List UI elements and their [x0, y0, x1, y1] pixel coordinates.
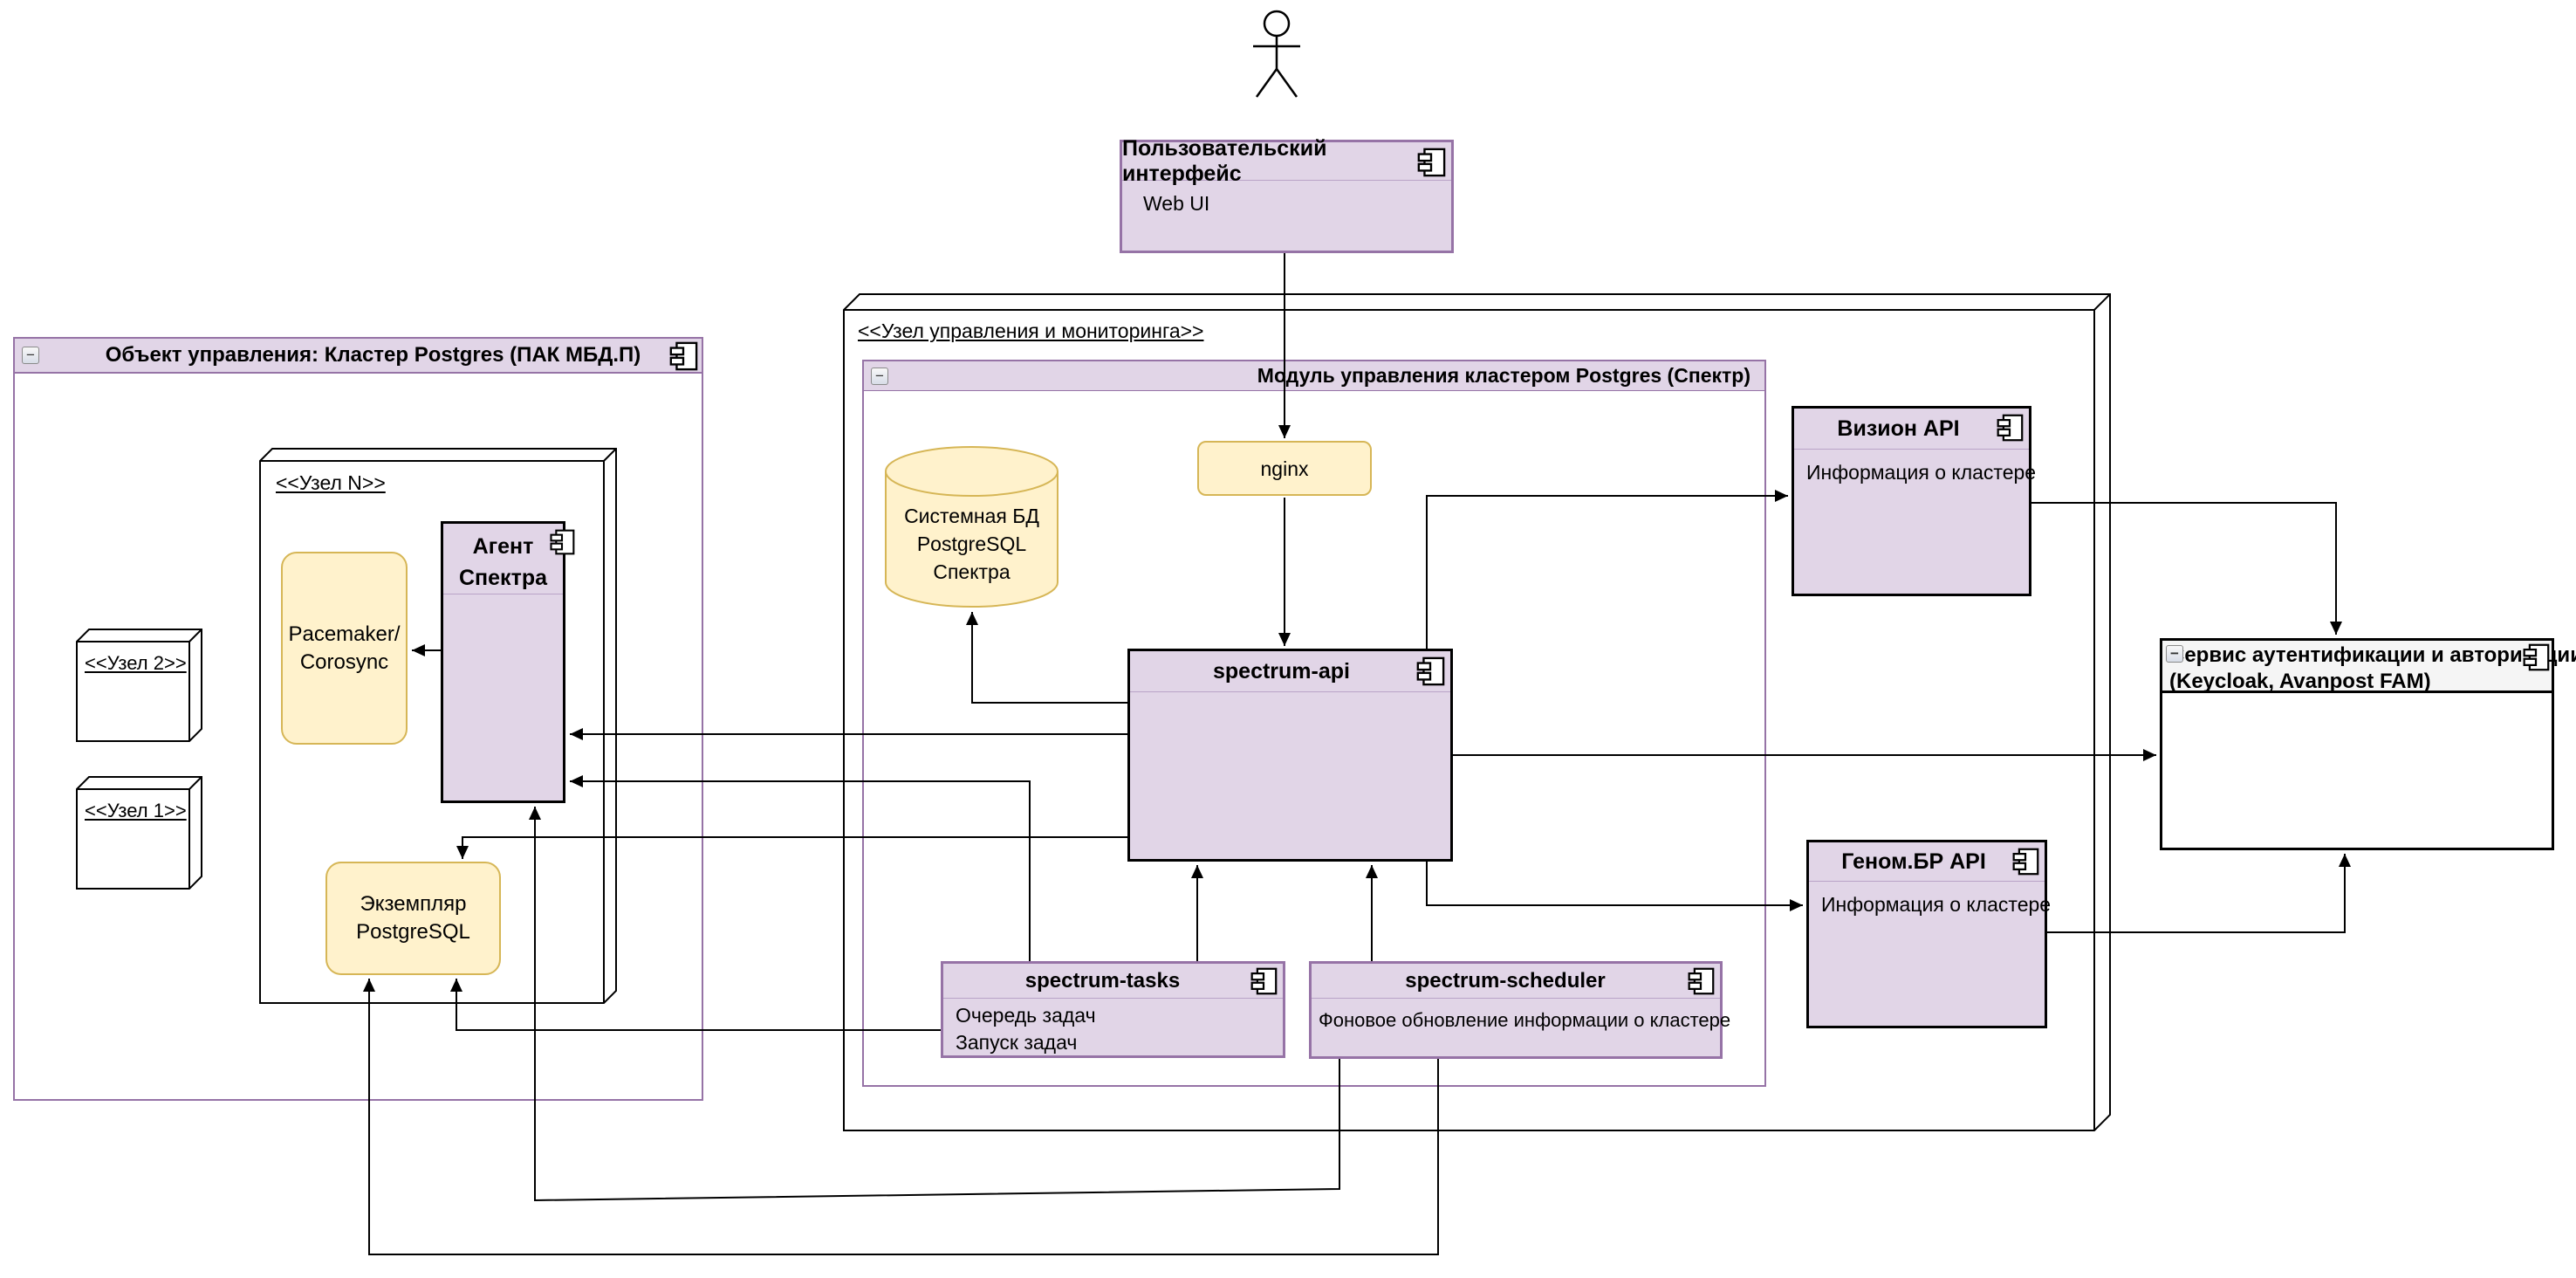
pacemaker-line: Corosync	[299, 649, 389, 674]
auth-service-component: − Сервис аутентификации и авторизации (K…	[2160, 638, 2576, 850]
pg-instance-note: Экземпляр PostgreSQL	[325, 862, 501, 975]
node-2-shape	[76, 629, 202, 742]
component-icon	[1250, 967, 1278, 995]
genom-api-component: Геном.БР API Информация о кластере	[1806, 840, 2052, 1028]
collapse-minus-icon[interactable]: −	[871, 367, 888, 385]
system-db-line: Системная БД	[904, 505, 1039, 527]
agent-header: Агент Спектра	[443, 524, 575, 594]
spectrum-tasks-line: Очередь задач	[956, 1004, 1096, 1027]
vision-api-title: Визион API	[1837, 416, 1960, 441]
agent-title-line1: Агент	[472, 534, 534, 559]
spectrum-module-titlebar: − Модуль управления кластером Postgres (…	[864, 361, 1764, 391]
spectrum-api-title: spectrum-api	[1213, 658, 1350, 684]
pg-instance-line: Экземпляр	[360, 892, 467, 916]
component-icon	[1417, 148, 1446, 177]
spectrum-api-header: spectrum-api	[1130, 651, 1450, 692]
spectrum-api-component: spectrum-api	[1127, 649, 1453, 862]
spectrum-tasks-header: spectrum-tasks	[943, 964, 1283, 999]
node-1-shape	[76, 776, 202, 890]
mgmt-node-label: <<Узел управления и мониторинга>>	[858, 320, 1204, 342]
web-ui-title: Пользовательский интерфейс	[1122, 135, 1327, 186]
component-icon	[1688, 967, 1715, 995]
web-ui-body: Web UI	[1143, 192, 1210, 215]
system-db-text: Системная БД PostgreSQL Спектра	[886, 502, 1058, 586]
spectrum-scheduler-body: Фоновое обновление информации о кластере	[1319, 1009, 1731, 1031]
spectrum-scheduler-title: spectrum-scheduler	[1405, 968, 1606, 993]
node-2-label: <<Узел 2>>	[85, 652, 187, 674]
pacemaker-line: Pacemaker/	[288, 622, 401, 646]
component-icon	[669, 341, 698, 371]
managed-object-title: Объект управления: Кластер Postgres (ПАК…	[105, 343, 641, 367]
node-1-label: <<Узел 1>>	[85, 800, 187, 821]
collapse-minus-icon[interactable]: −	[2166, 645, 2183, 663]
web-ui-component: Пользовательский интерфейс Web UI	[1120, 136, 1454, 253]
node-n-label: <<Узел N>>	[276, 471, 386, 494]
genom-api-title: Геном.БР API	[1841, 849, 1986, 874]
pg-instance-line: PostgreSQL	[356, 920, 470, 944]
spectrum-tasks-body: Очередь задач Запуск задач	[943, 999, 1283, 1056]
spectrum-scheduler-component: spectrum-scheduler Фоновое обновление ин…	[1309, 961, 1731, 1059]
vision-api-body: Информация о кластере	[1806, 461, 2037, 484]
auth-service-title-line1: Сервис аутентификации и авторизации	[2169, 643, 2576, 667]
spectrum-tasks-line: Запуск задач	[956, 1031, 1078, 1054]
spectrum-scheduler-header: spectrum-scheduler	[1312, 964, 1720, 999]
managed-object-titlebar: − Объект управления: Кластер Postgres (П…	[15, 339, 702, 374]
genom-api-header: Геном.БР API	[1809, 842, 2045, 882]
user-actor-icon	[1253, 10, 1300, 98]
web-ui-header: Пользовательский интерфейс	[1122, 136, 1451, 186]
genom-api-body: Информация о кластере	[1821, 893, 2052, 916]
collapse-minus-icon[interactable]: −	[22, 347, 39, 364]
spectrum-tasks-component: spectrum-tasks Очередь задач Запуск зада…	[941, 961, 1285, 1058]
system-db-cylinder	[885, 446, 1058, 608]
spectrum-module-title: Модуль управления кластером Postgres (Сп…	[1257, 364, 1750, 387]
agent-component: Агент Спектра	[441, 521, 575, 803]
agent-title-line2: Спектра	[459, 566, 547, 590]
component-icon	[2012, 848, 2039, 876]
nginx-note: nginx	[1197, 441, 1372, 496]
component-icon	[2523, 643, 2550, 671]
system-db-line: PostgreSQL	[916, 532, 1027, 555]
system-db-line: Спектра	[933, 560, 1011, 583]
component-icon	[1416, 656, 1445, 686]
vision-api-header: Визион API	[1794, 409, 2029, 450]
component-icon	[550, 529, 575, 555]
component-icon	[1997, 414, 2024, 442]
nginx-label: nginx	[1260, 457, 1309, 480]
spectrum-tasks-title: spectrum-tasks	[1024, 968, 1181, 993]
auth-service-header: − Сервис аутентификации и авторизации (K…	[2162, 641, 2576, 693]
pacemaker-note: Pacemaker/ Corosync	[281, 552, 408, 745]
managed-object-container: − Объект управления: Кластер Postgres (П…	[13, 337, 703, 1101]
auth-service-title-line2: (Keycloak, Avanpost FAM)	[2169, 670, 2431, 693]
vision-api-component: Визион API Информация о кластере	[1792, 406, 2037, 596]
